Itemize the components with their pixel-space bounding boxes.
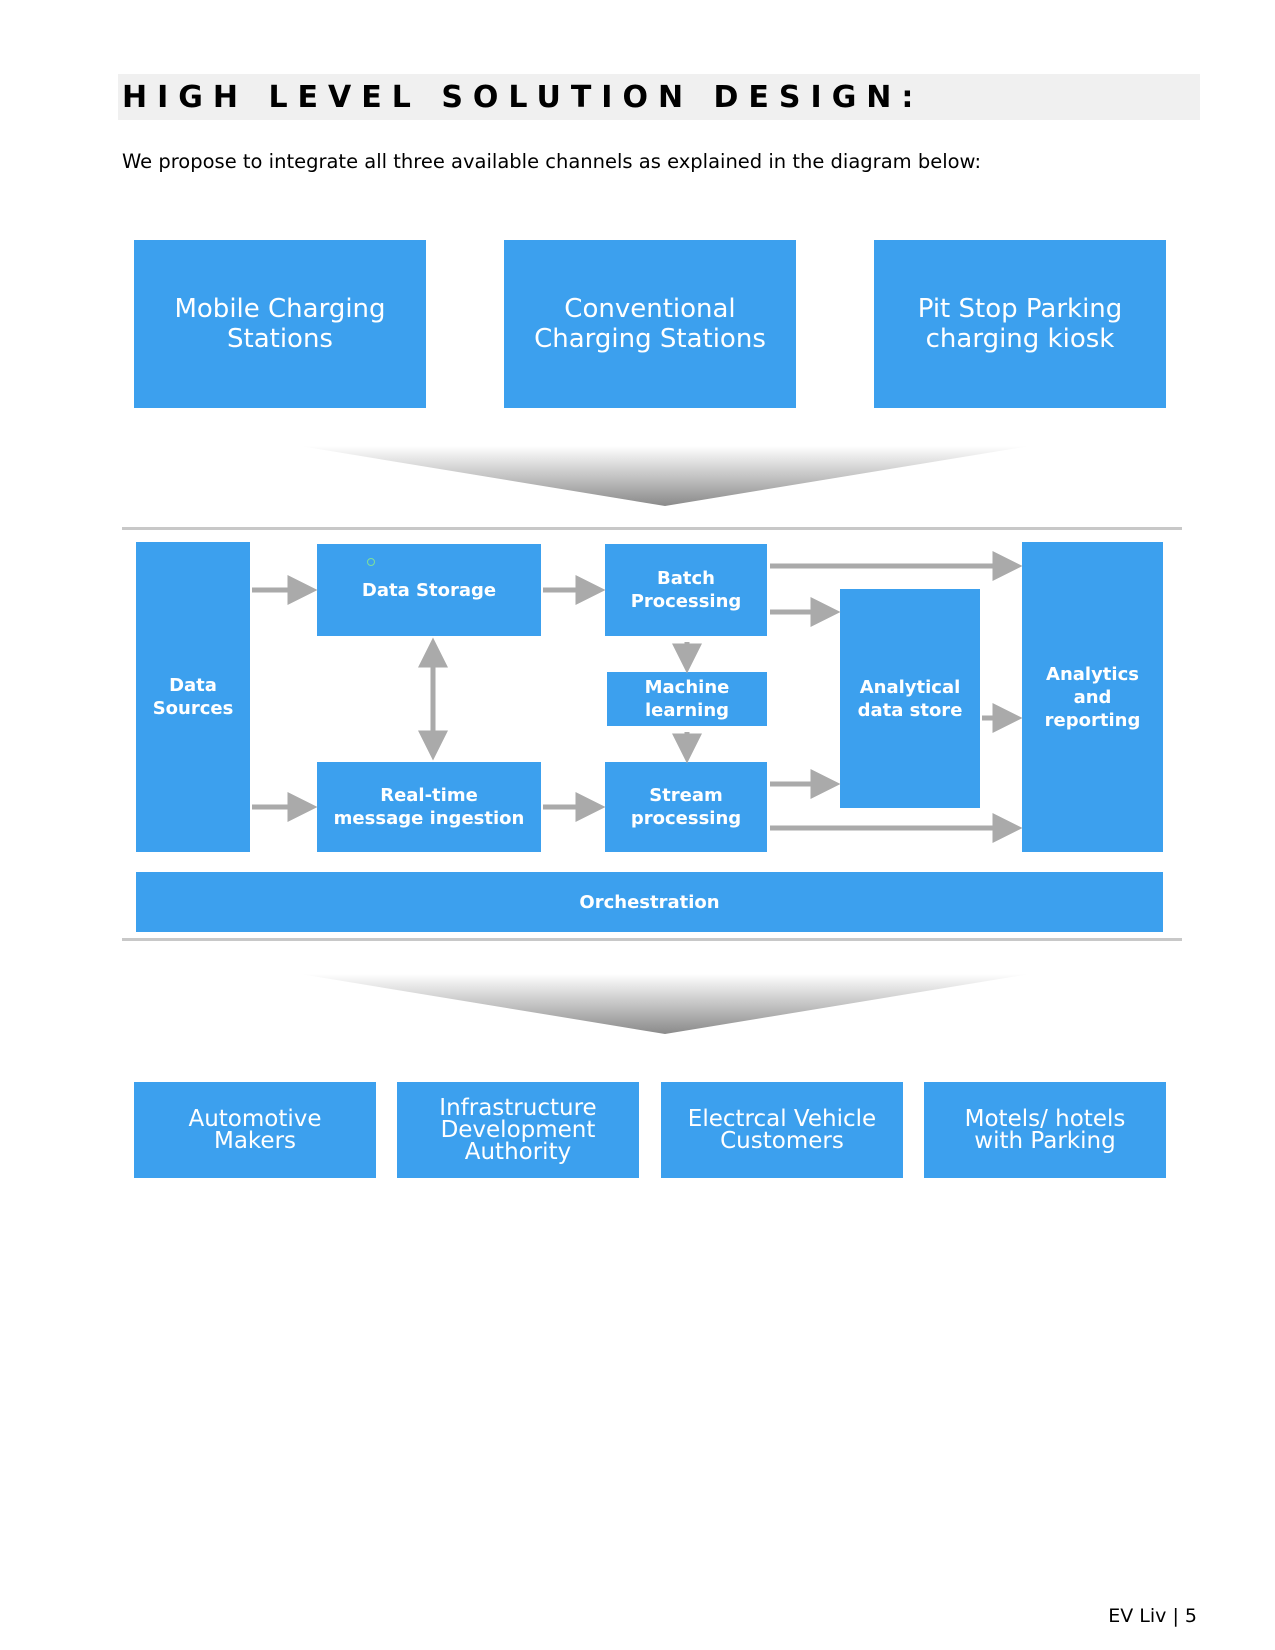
batch-processing-box: Batch Processing bbox=[605, 544, 767, 636]
page-heading: HIGH LEVEL SOLUTION DESIGN: bbox=[122, 80, 924, 115]
consumer-ev-customers: Electrcal Vehicle Customers bbox=[661, 1082, 903, 1178]
batch-processing-label: Batch Processing bbox=[630, 568, 742, 612]
stream-processing-label: Stream processing bbox=[630, 785, 742, 829]
heading-band bbox=[118, 74, 1200, 120]
channel-conventional-charging-label: Conventional Charging Stations bbox=[534, 294, 766, 354]
consumer-automotive-makers: Automotive Makers bbox=[134, 1082, 376, 1178]
data-storage-label: Data Storage bbox=[361, 579, 497, 601]
analytics-reporting-label: Analytics and reporting bbox=[1044, 663, 1141, 731]
consumer-infrastructure-authority-label: Infrastructure Development Authority bbox=[439, 1095, 597, 1165]
analytics-reporting-box: Analytics and reporting bbox=[1022, 542, 1163, 852]
channel-pit-stop-kiosk: Pit Stop Parking charging kiosk bbox=[874, 240, 1166, 408]
channel-mobile-charging-label: Mobile Charging Stations bbox=[174, 294, 386, 354]
machine-learning-label: Machine learning bbox=[644, 677, 730, 721]
consumer-motels-hotels-label: Motels/ hotels with Parking bbox=[964, 1106, 1126, 1154]
divider-top bbox=[122, 527, 1182, 530]
analytical-data-store-label: Analytical data store bbox=[857, 676, 963, 721]
channel-mobile-charging: Mobile Charging Stations bbox=[134, 240, 426, 408]
data-sources-label: Data Sources bbox=[152, 675, 234, 719]
orchestration-label: Orchestration bbox=[579, 891, 720, 913]
machine-learning-box: Machine learning bbox=[607, 672, 767, 726]
consumer-automotive-makers-label: Automotive Makers bbox=[188, 1106, 322, 1154]
page-footer: EV Liv | 5 bbox=[1108, 1605, 1197, 1627]
consumer-motels-hotels: Motels/ hotels with Parking bbox=[924, 1082, 1166, 1178]
funnel-arrow-top bbox=[300, 446, 1030, 506]
realtime-ingestion-box: Real-time message ingestion bbox=[317, 762, 541, 852]
orchestration-bar: Orchestration bbox=[136, 872, 1163, 932]
marker-dot bbox=[367, 558, 375, 566]
consumer-ev-customers-label: Electrcal Vehicle Customers bbox=[687, 1106, 877, 1154]
channel-pit-stop-kiosk-label: Pit Stop Parking charging kiosk bbox=[917, 294, 1123, 354]
funnel-arrow-bottom bbox=[300, 974, 1030, 1034]
stream-processing-box: Stream processing bbox=[605, 762, 767, 852]
channel-conventional-charging: Conventional Charging Stations bbox=[504, 240, 796, 408]
consumer-infrastructure-authority: Infrastructure Development Authority bbox=[397, 1082, 639, 1178]
data-sources-box: Data Sources bbox=[136, 542, 250, 852]
realtime-ingestion-label: Real-time message ingestion bbox=[333, 785, 525, 829]
analytical-data-store-box: Analytical data store bbox=[840, 589, 980, 808]
data-storage-box: Data Storage bbox=[317, 544, 541, 636]
intro-text: We propose to integrate all three availa… bbox=[122, 150, 982, 173]
divider-bottom bbox=[122, 938, 1182, 941]
